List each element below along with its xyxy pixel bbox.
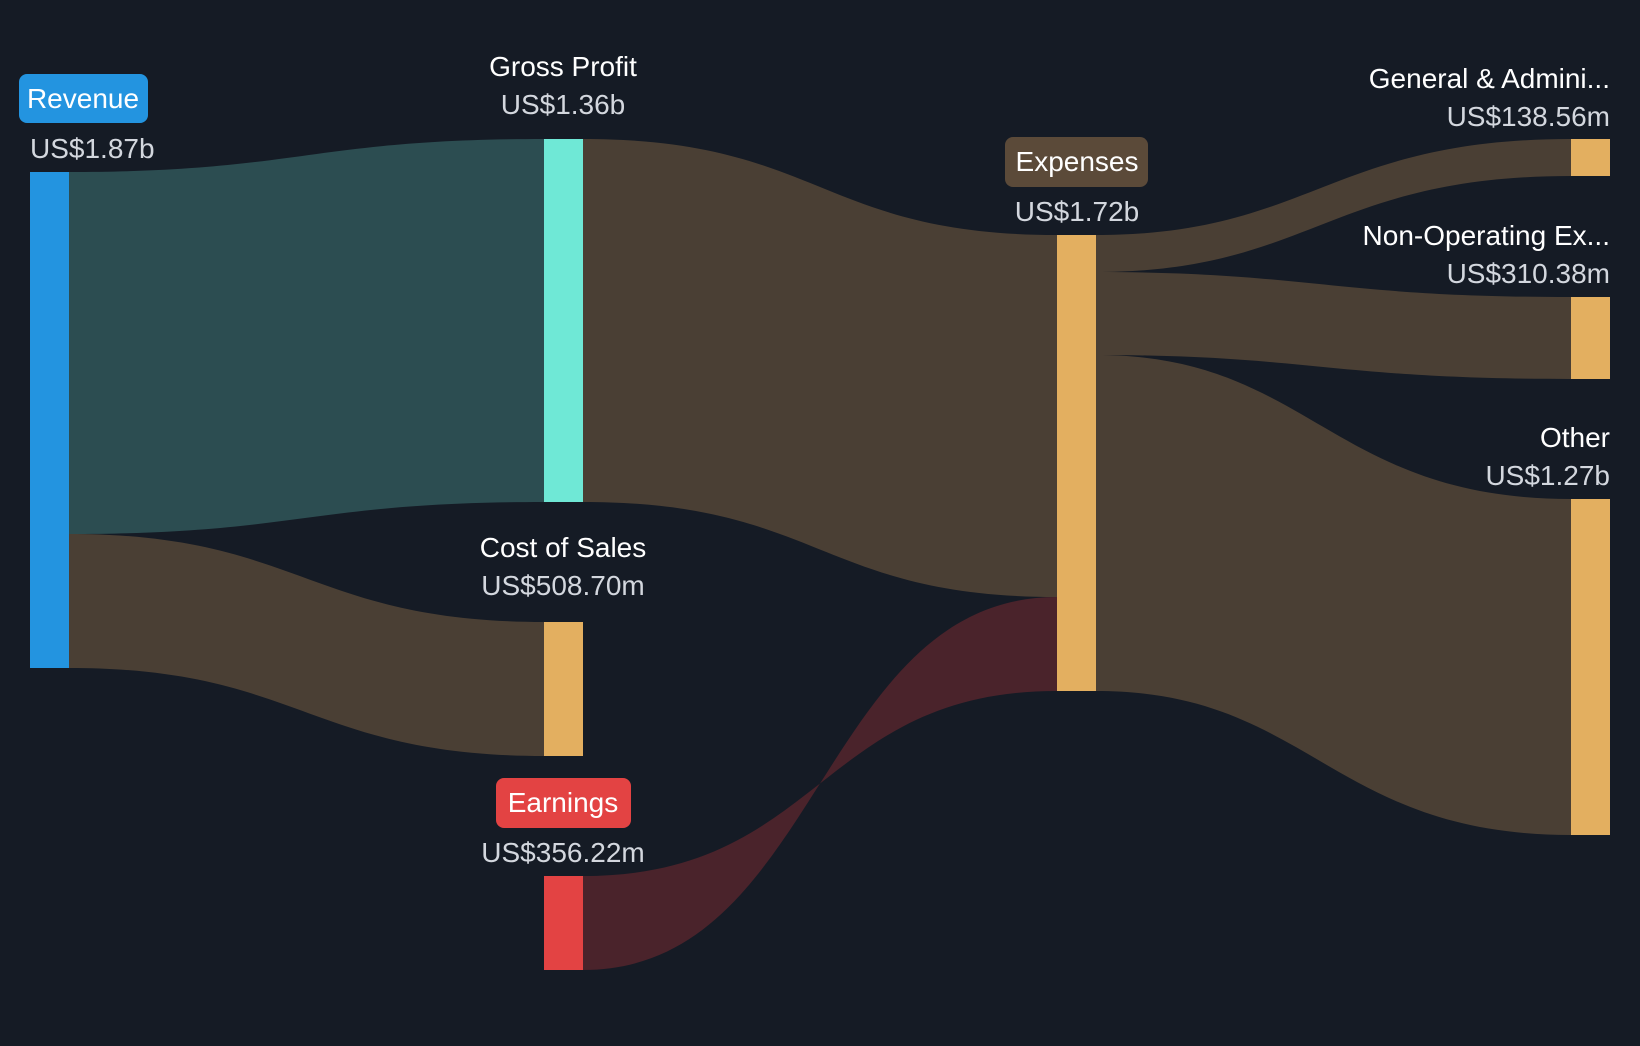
- revenue-value: US$1.87b: [30, 133, 155, 164]
- expenses-badge: [1005, 137, 1148, 187]
- revenue-label: Revenue: [27, 83, 139, 114]
- non-operating-value: US$310.38m: [1447, 258, 1610, 289]
- general-admin-label: General & Admini...: [1369, 63, 1610, 94]
- gross-profit-label: Gross Profit: [489, 51, 637, 82]
- link-revenue-gross-profit: [69, 139, 544, 534]
- cost-of-sales-label: Cost of Sales: [480, 532, 647, 563]
- node-bar-non-operating: [1571, 297, 1610, 379]
- non-operating-label: Non-Operating Ex...: [1363, 220, 1610, 251]
- link-expenses-general-admin: [1096, 139, 1571, 272]
- node-bar-cost-of-sales: [544, 622, 583, 756]
- node-bar-expenses: [1057, 235, 1096, 691]
- node-bar-other: [1571, 499, 1610, 835]
- node-bar-gross-profit: [544, 139, 583, 502]
- earnings-badge: [496, 778, 631, 828]
- earnings-label: Earnings: [508, 787, 619, 818]
- link-earnings-expenses: [583, 597, 1057, 970]
- link-expenses-non-operating: [1096, 272, 1571, 379]
- labels: Revenue US$1.87b Gross Profit US$1.36b C…: [19, 51, 1610, 868]
- expenses-label: Expenses: [1016, 146, 1139, 177]
- node-bar-revenue: [30, 172, 69, 668]
- nodes: [30, 139, 1610, 970]
- other-value: US$1.27b: [1485, 460, 1610, 491]
- link-gross-profit-expenses: [583, 139, 1057, 597]
- general-admin-value: US$138.56m: [1447, 101, 1610, 132]
- expenses-value: US$1.72b: [1015, 196, 1140, 227]
- node-bar-earnings: [544, 876, 583, 970]
- gross-profit-value: US$1.36b: [501, 89, 626, 120]
- revenue-badge: [19, 74, 148, 123]
- other-label: Other: [1540, 422, 1610, 453]
- link-expenses-other: [1096, 355, 1571, 835]
- earnings-value: US$356.22m: [481, 837, 644, 868]
- node-bar-general-admin: [1571, 139, 1610, 176]
- cost-of-sales-value: US$508.70m: [481, 570, 644, 601]
- link-revenue-cost-of-sales: [69, 534, 544, 756]
- links: [69, 139, 1571, 970]
